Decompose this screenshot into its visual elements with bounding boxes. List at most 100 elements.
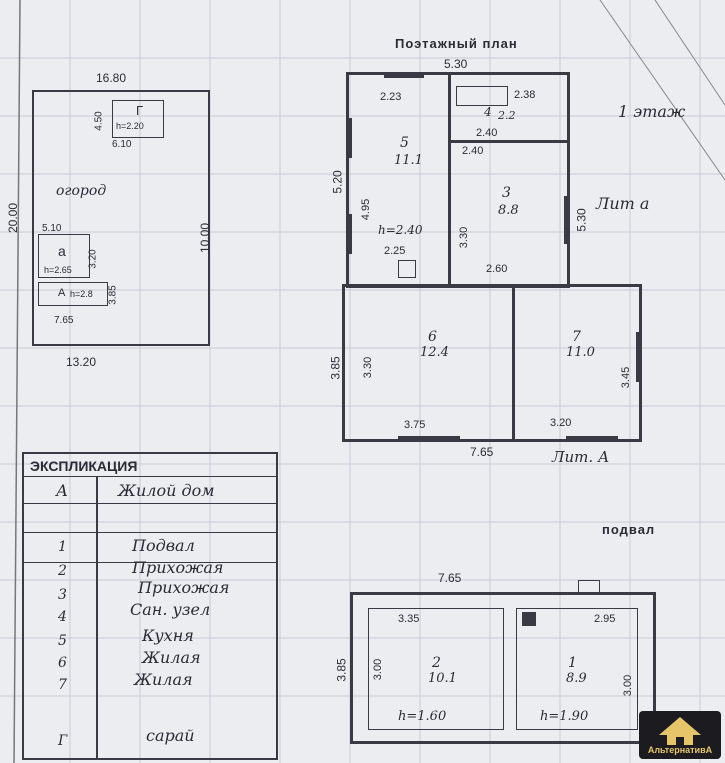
room6-number: 6 [428,329,437,345]
room2-height: 3.00 [372,658,385,681]
explication-table: ЭКСПЛИКАЦИЯ А Жилой дом 1 Подвал 2 Прихо… [22,452,278,760]
room2-area: 10.1 [428,671,457,686]
explication-header-row: А Жилой дом [22,476,278,504]
annex-bottom: 7.65 [54,315,74,326]
room5-bottom: 2.25 [384,245,406,257]
floor1-bottom-dim: 7.65 [470,445,494,459]
room2-width: 3.35 [398,613,420,625]
room4-area: 2.2 [498,109,516,122]
house-logo-icon [659,717,701,745]
basement-stairs [522,612,536,626]
room1-width: 2.95 [594,613,616,625]
stove-icon [398,260,416,278]
explication-row-num: 6 [58,655,67,671]
explication-row-num: 2 [58,563,67,579]
room6-height: 3.30 [362,356,375,379]
wall-4-3 [448,140,568,143]
room5-width: 2.23 [380,91,402,103]
explication-row-num: 7 [58,677,67,693]
annex-outline [38,234,90,278]
explication-row-text: Сан. узел [130,600,211,619]
basement-entry [578,580,600,594]
shed-width: 6.10 [112,139,132,150]
litera-top: Лит а [596,194,650,213]
list-item [22,532,278,563]
room7-height: 3.45 [620,366,633,389]
window-bottom-7 [566,436,618,441]
explication-row-num: 1 [58,539,67,555]
room5-area: 11.1 [394,153,423,168]
annex-dim-top: 5.10 [42,223,62,234]
explication-row-num: 5 [58,633,67,649]
room4-width: 2.38 [514,89,536,101]
logo-text: АльтернативА [647,745,713,755]
window-left-5b [347,214,352,254]
explication-header-num: А [56,481,69,500]
bathtub-icon [456,86,508,106]
window-left-5 [347,118,352,158]
yard-label: огород [56,183,107,199]
explication-column-divider [96,476,98,760]
site-bottom-dim: 13.20 [66,355,97,369]
floor1-lower-block [342,284,642,442]
room6-area: 12.4 [420,345,449,360]
window-top-5 [384,73,424,78]
basement-room2-inner [368,608,504,730]
basement-left-dim: 3.85 [334,658,349,682]
room1-area: 8.9 [566,671,587,686]
site-left-dim: 20.00 [6,202,21,234]
site-top-dim: 16.80 [96,71,127,85]
explication-row-text: сарай [146,726,195,745]
shed-outline [112,100,164,138]
floor1-lower-left-dim: 3.85 [328,356,343,380]
explication-row-text: Прихожая [132,558,224,577]
floor1-top-dim: 5.30 [444,57,468,71]
basement-title: подвал [602,522,656,537]
explication-row-text: Подвал [132,536,195,555]
room3-width: 2.40 [462,145,484,157]
basement-top-dim: 7.65 [438,571,462,585]
shed-height: h=2.20 [116,121,144,131]
shed-letter: Г [136,103,144,118]
window-bottom-6 [398,436,460,441]
plan-title: Поэтажный план [395,36,518,51]
explication-row-num: 3 [58,587,67,603]
house-outline [38,282,108,306]
room4-number: 4 [484,105,492,119]
site-right-dim: 10.00 [198,222,213,254]
annex-letter: а [58,243,66,259]
explication-row-num: 4 [58,609,67,625]
room3-height: 3.30 [458,226,471,249]
annex-side: 3.85 [107,285,119,305]
room7-bottom: 3.20 [550,417,572,429]
room7-area: 11.0 [566,345,595,360]
list-item [22,502,278,533]
floor1-right-dim: 5.30 [574,208,589,232]
room7-number: 7 [572,329,581,345]
floor-label: 1 этаж [618,102,686,121]
explication-row-text: Жилая [134,670,193,689]
room1-number: 1 [568,655,577,671]
site-boundary [32,90,210,346]
house-letter: A [58,287,66,299]
explication-row-text: Жилая [142,648,201,667]
floor1-left-dim: 5.20 [330,170,345,194]
window-right-7 [636,332,641,382]
room1-height: 3.00 [622,674,635,697]
room5-ceiling: h=2.40 [378,223,423,237]
explication-row-text: Кухня [142,626,194,645]
house-label: h=2.8 [70,289,93,299]
annex-dim-side: 3.20 [87,249,99,269]
room1-ceiling: h=1.90 [540,709,589,724]
room3-area: 8.8 [498,203,519,218]
explication-row-text: Прихожая [138,578,230,597]
room3-number: 3 [502,185,511,201]
room2-ceiling: h=1.60 [398,709,447,724]
litera-bottom: Лит. А [552,448,610,466]
explication-row-num: Г [58,733,68,749]
basement-outline [350,592,656,744]
shed-side: 4.50 [93,111,105,131]
explication-frame [22,452,278,760]
room4-bottom: 2.40 [476,127,498,139]
